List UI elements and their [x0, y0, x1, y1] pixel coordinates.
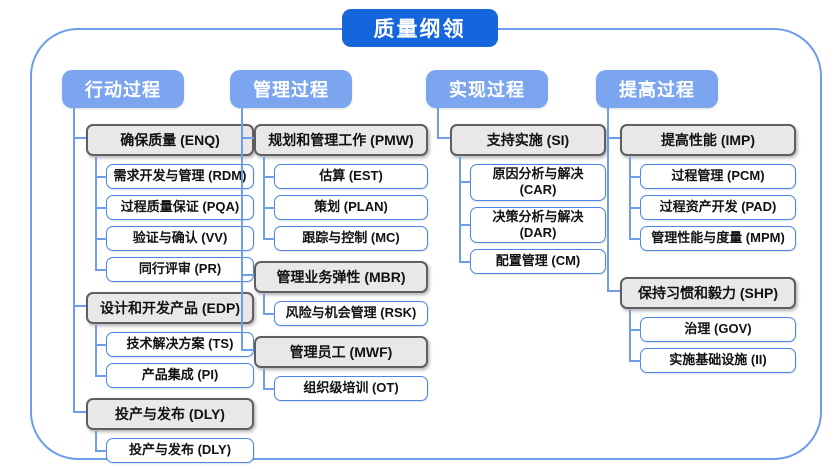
practice-box: 治理 (GOV): [629, 310, 796, 347]
column-groups: 规划和管理工作 (PMW)估算 (EST)策划 (PLAN)跟踪与控制 (MC)…: [241, 108, 428, 401]
column-header: 实现过程: [426, 70, 548, 108]
column-header: 行动过程: [62, 70, 184, 108]
practice-box: 管理性能与度量 (MPM): [629, 221, 796, 251]
column-header: 管理过程: [230, 70, 352, 108]
process-area-box: 设计和开发产品 (EDP): [86, 292, 254, 324]
process-area-box: 管理业务弹性 (MBR): [254, 261, 428, 293]
practice-box: 估算 (EST): [263, 157, 428, 194]
process-area-box: 提高性能 (IMP): [620, 124, 796, 156]
practice-box: 产品集成 (PI): [95, 358, 254, 388]
practice-box: 过程质量保证 (PQA): [95, 190, 254, 225]
practice-list: 风险与机会管理 (RSK): [263, 294, 428, 326]
column-improvement-process: 提高过程 提高性能 (IMP)过程管理 (PCM)过程资产开发 (PAD)管理性…: [596, 70, 796, 373]
process-area-box: 规划和管理工作 (PMW): [254, 124, 428, 156]
practice-list: 过程管理 (PCM)过程资产开发 (PAD)管理性能与度量 (MPM): [629, 157, 796, 251]
practice-box: 验证与确认 (VV): [95, 221, 254, 256]
practice-box: 技术解决方案 (TS): [95, 325, 254, 362]
practice-box: 跟踪与控制 (MC): [263, 221, 428, 251]
process-area-box: 确保质量 (ENQ): [86, 124, 254, 156]
practice-box: 过程资产开发 (PAD): [629, 190, 796, 225]
column-management-process: 管理过程 规划和管理工作 (PMW)估算 (EST)策划 (PLAN)跟踪与控制…: [230, 70, 428, 401]
practice-box: 策划 (PLAN): [263, 190, 428, 225]
process-group: 保持习惯和毅力 (SHP)治理 (GOV)实施基础设施 (II): [607, 251, 796, 373]
column-header: 提高过程: [596, 70, 718, 108]
practice-list: 治理 (GOV)实施基础设施 (II): [629, 310, 796, 373]
practice-box: 配置管理 (CM): [459, 244, 606, 274]
practice-box: 原因分析与解决 (CAR): [459, 157, 606, 205]
process-area-box: 投产与发布 (DLY): [86, 398, 254, 430]
process-group: 提高性能 (IMP)过程管理 (PCM)过程资产开发 (PAD)管理性能与度量 …: [607, 108, 796, 261]
practice-box: 同行评审 (PR): [95, 252, 254, 282]
column-groups: 支持实施 (SI)原因分析与解决 (CAR)决策分析与解决 (DAR)配置管理 …: [437, 108, 606, 274]
practice-box: 风险与机会管理 (RSK): [263, 294, 428, 326]
practice-list: 投产与发布 (DLY): [95, 431, 254, 463]
practice-list: 技术解决方案 (TS)产品集成 (PI): [95, 325, 254, 388]
practice-list: 需求开发与管理 (RDM)过程质量保证 (PQA)验证与确认 (VV)同行评审 …: [95, 157, 254, 282]
practice-box: 决策分析与解决 (DAR): [459, 201, 606, 248]
practice-box: 实施基础设施 (II): [629, 343, 796, 373]
practice-box: 过程管理 (PCM): [629, 157, 796, 194]
process-group: 设计和开发产品 (EDP)技术解决方案 (TS)产品集成 (PI): [73, 282, 254, 398]
practice-list: 估算 (EST)策划 (PLAN)跟踪与控制 (MC): [263, 157, 428, 251]
practice-list: 原因分析与解决 (CAR)决策分析与解决 (DAR)配置管理 (CM): [459, 157, 606, 274]
process-group: 确保质量 (ENQ)需求开发与管理 (RDM)过程质量保证 (PQA)验证与确认…: [73, 108, 254, 292]
diagram-title: 质量纲领: [341, 9, 498, 47]
column-implementation-process: 实现过程 支持实施 (SI)原因分析与解决 (CAR)决策分析与解决 (DAR)…: [426, 70, 606, 274]
process-group: 管理业务弹性 (MBR)风险与机会管理 (RSK): [241, 251, 428, 336]
process-area-box: 管理员工 (MWF): [254, 336, 428, 368]
process-area-box: 保持习惯和毅力 (SHP): [620, 277, 796, 309]
column-groups: 提高性能 (IMP)过程管理 (PCM)过程资产开发 (PAD)管理性能与度量 …: [607, 108, 796, 373]
column-action-process: 行动过程 确保质量 (ENQ)需求开发与管理 (RDM)过程质量保证 (PQA)…: [62, 70, 254, 463]
column-groups: 确保质量 (ENQ)需求开发与管理 (RDM)过程质量保证 (PQA)验证与确认…: [73, 108, 254, 463]
process-group: 投产与发布 (DLY)投产与发布 (DLY): [73, 388, 254, 463]
practice-box: 投产与发布 (DLY): [95, 431, 254, 463]
process-group: 管理员工 (MWF)组织级培训 (OT): [241, 326, 428, 401]
practice-box: 需求开发与管理 (RDM): [95, 157, 254, 194]
process-group: 规划和管理工作 (PMW)估算 (EST)策划 (PLAN)跟踪与控制 (MC): [241, 108, 428, 261]
process-area-box: 支持实施 (SI): [450, 124, 606, 156]
practice-list: 组织级培训 (OT): [263, 369, 428, 401]
practice-box: 组织级培训 (OT): [263, 369, 428, 401]
process-group: 支持实施 (SI)原因分析与解决 (CAR)决策分析与解决 (DAR)配置管理 …: [437, 108, 606, 274]
